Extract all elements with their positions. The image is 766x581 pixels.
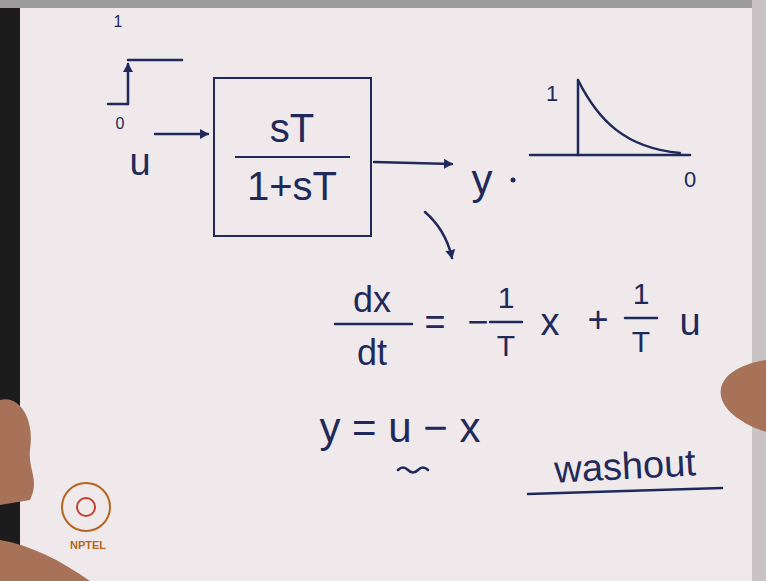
equation-term: dx [353, 282, 391, 318]
equation-term: T [497, 331, 515, 361]
output-signal: y [472, 159, 493, 201]
fraction-bar [490, 321, 522, 324]
numerator: sT [270, 106, 314, 150]
transfer-function-box: sT 1+sT [213, 77, 372, 237]
step-value: 1 [114, 14, 123, 30]
hand [721, 360, 766, 432]
top-edge [0, 0, 766, 8]
equation-term: x [541, 303, 560, 341]
step-value: 0 [116, 116, 125, 132]
step-rise [127, 64, 130, 104]
annotation: washout [553, 443, 696, 488]
equation-term: T [632, 327, 650, 357]
underline [528, 488, 722, 494]
equation-term: − [467, 304, 488, 340]
step-top [128, 59, 182, 62]
step-baseline [108, 103, 128, 106]
logo-core [77, 498, 95, 516]
equation-term: = [424, 304, 445, 340]
response-value: 0 [684, 169, 696, 191]
output-equation: y = u − x [319, 407, 480, 449]
equation-term: dt [357, 335, 387, 371]
page-stack [752, 0, 766, 581]
fraction-bar [335, 323, 412, 326]
decay-curve [578, 80, 680, 153]
time-axis [530, 154, 690, 157]
equation-term: + [587, 302, 608, 338]
equation-term: 1 [633, 279, 650, 309]
ink-dot [511, 178, 516, 183]
hand [0, 399, 34, 505]
output-arrow [374, 162, 452, 164]
logo-ring [62, 483, 110, 531]
equation-term: 1 [498, 283, 515, 313]
impulse-rise [577, 80, 580, 155]
input-signal: u [129, 143, 150, 181]
response-value: 1 [546, 83, 558, 105]
logo-text: NPTEL [70, 540, 106, 551]
fraction-bar [235, 156, 350, 158]
squiggle-underline [398, 468, 428, 473]
equation-term: u [679, 303, 700, 341]
input-arrow [155, 133, 208, 136]
denominator: 1+sT [247, 164, 337, 208]
curved-arrow [425, 212, 452, 258]
fraction-bar [625, 317, 657, 320]
